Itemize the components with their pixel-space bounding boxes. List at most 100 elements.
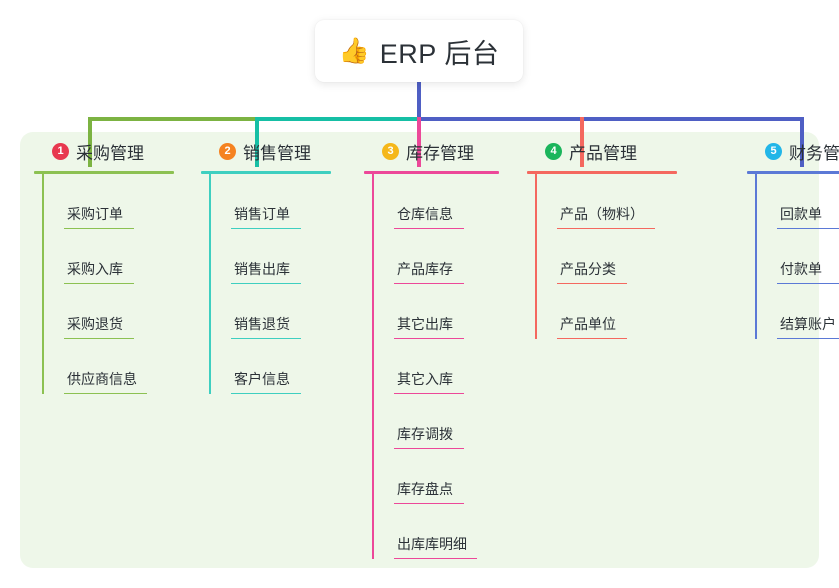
mindmap-leaf-item[interactable]: 其它出库 [372,284,499,339]
leaf-item-rule [557,282,627,284]
column-header-rule-3 [364,171,499,174]
leaf-item-rule [64,337,134,339]
leaf-item-rule [231,392,301,394]
leaf-item-label: 仓库信息 [397,205,453,222]
leaf-item-label: 其它出库 [397,315,453,332]
root-node-content: 👍 ERP 后台 [339,32,500,71]
column-badge-3: 3 [382,142,399,160]
column-item-list-4: 产品（物料） 产品分类产品单位 [535,174,677,339]
leaf-item-label: 销售出库 [234,260,290,277]
column-spine-5 [755,174,757,339]
root-node-title: ERP 后台 [379,38,500,69]
mindmap-column-2: 2 销售管理销售订单销售出库销售退货客户信息 [201,132,331,394]
mindmap-column-5: 5 财务管理回款单付款单结算账户 [747,132,839,339]
column-title-1: 采购管理 [76,143,144,163]
leaf-item-rule [394,337,464,339]
column-header-rule-5 [747,171,839,174]
leaf-item-rule [394,447,464,449]
mindmap-leaf-item[interactable]: 产品（物料） [535,174,677,229]
leaf-item-label: 产品分类 [560,260,616,277]
leaf-item-label: 产品库存 [397,260,453,277]
leaf-item-label: 销售退货 [234,315,290,332]
column-title-4: 产品管理 [569,143,637,163]
leaf-item-rule [394,282,464,284]
leaf-item-rule [231,282,301,284]
leaf-item-rule [557,227,655,229]
mindmap-leaf-item[interactable]: 采购入库 [42,229,174,284]
leaf-item-rule [777,227,839,229]
mindmap-leaf-item[interactable]: 产品库存 [372,229,499,284]
mindmap-leaf-item[interactable]: 付款单 [755,229,839,284]
mindmap-leaf-item[interactable]: 回款单 [755,174,839,229]
leaf-item-rule [394,227,464,229]
leaf-item-rule [394,502,464,504]
leaf-item-rule [64,227,134,229]
leaf-item-label: 回款单 [780,205,822,222]
leaf-item-label: 供应商信息 [67,370,137,387]
mindmap-leaf-item[interactable]: 产品分类 [535,229,677,284]
column-header-rule-1 [34,171,174,174]
leaf-item-rule [64,282,134,284]
column-item-list-5: 回款单付款单结算账户 [755,174,839,339]
mindmap-leaf-item[interactable]: 采购退货 [42,284,174,339]
column-item-list-1: 采购订单采购入库采购退货供应商信息 [42,174,174,394]
leaf-item-label: 销售订单 [234,205,290,222]
leaf-item-label: 其它入库 [397,370,453,387]
column-spine-4 [535,174,537,339]
leaf-item-label: 采购订单 [67,205,123,222]
mindmap-leaf-item[interactable]: 仓库信息 [372,174,499,229]
mindmap-leaf-item[interactable]: 销售退货 [209,284,331,339]
column-title-5: 财务管理 [789,143,839,163]
leaf-item-label: 结算账户 [780,315,836,332]
root-node-card[interactable]: 👍 ERP 后台 [315,20,523,82]
leaf-item-rule [557,337,627,339]
column-spine-1 [42,174,44,394]
mindmap-column-1: 1 采购管理采购订单采购入库采购退货供应商信息 [34,132,174,394]
mindmap-leaf-item[interactable]: 采购订单 [42,174,174,229]
leaf-item-rule [64,392,147,394]
mindmap-leaf-item[interactable]: 库存调拨 [372,394,499,449]
leaf-item-label: 库存调拨 [397,425,453,442]
leaf-item-label: 客户信息 [234,370,290,387]
column-header-rule-2 [201,171,331,174]
leaf-item-label: 产品（物料） [560,205,644,222]
column-badge-4: 4 [545,142,562,160]
mindmap-leaf-item[interactable]: 客户信息 [209,339,331,394]
mindmap-leaf-item[interactable]: 销售出库 [209,229,331,284]
mindmap-panel [20,132,819,568]
mindmap-columns: 1 采购管理采购订单采购入库采购退货供应商信息 2 销售管理销售订单销售出库销售退货客… [20,132,839,568]
leaf-item-rule [394,392,464,394]
mindmap-leaf-item[interactable]: 库存盘点 [372,449,499,504]
leaf-item-label: 采购入库 [67,260,123,277]
leaf-item-label: 出库库明细 [397,535,467,552]
leaf-item-rule [777,337,839,339]
column-spine-3 [372,174,374,559]
column-header-1[interactable]: 1 采购管理 [34,132,174,170]
leaf-item-rule [394,557,477,559]
leaf-item-label: 付款单 [780,260,822,277]
leaf-item-label: 产品单位 [560,315,616,332]
mindmap-leaf-item[interactable]: 其它入库 [372,339,499,394]
mindmap-leaf-item[interactable]: 销售订单 [209,174,331,229]
column-header-2[interactable]: 2 销售管理 [201,132,331,170]
column-badge-5: 5 [765,142,782,160]
column-badge-1: 1 [52,142,69,160]
leaf-item-label: 库存盘点 [397,480,453,497]
column-item-list-3: 仓库信息产品库存其它出库其它入库库存调拨库存盘点出库库明细 [372,174,499,559]
leaf-item-rule [231,337,301,339]
mindmap-leaf-item[interactable]: 产品单位 [535,284,677,339]
leaf-item-rule [231,227,301,229]
mindmap-leaf-item[interactable]: 供应商信息 [42,339,174,394]
column-spine-2 [209,174,211,394]
leaf-item-label: 采购退货 [67,315,123,332]
column-badge-2: 2 [219,142,236,160]
column-header-rule-4 [527,171,677,174]
mindmap-leaf-item[interactable]: 出库库明细 [372,504,499,559]
column-title-2: 销售管理 [243,143,311,163]
column-item-list-2: 销售订单销售出库销售退货客户信息 [209,174,331,394]
mindmap-leaf-item[interactable]: 结算账户 [755,284,839,339]
column-header-4[interactable]: 4 产品管理 [527,132,677,170]
column-header-5[interactable]: 5 财务管理 [747,132,839,170]
